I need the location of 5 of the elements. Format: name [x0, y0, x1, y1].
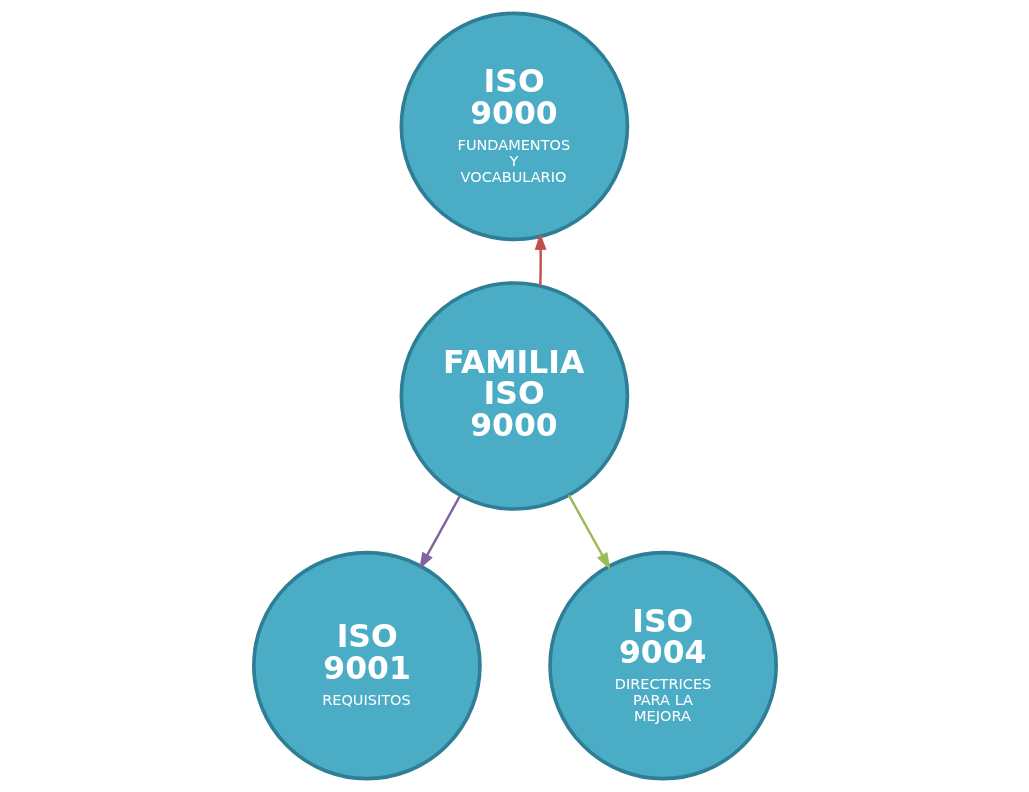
node-circle: FAMILIA ISO 9000 [399, 281, 629, 511]
node-circle: ISO 9000 FUNDAMENTOS Y VOCABULARIO [399, 11, 629, 242]
arrow [567, 494, 610, 570]
arrow [534, 233, 547, 286]
arrow [418, 495, 461, 570]
